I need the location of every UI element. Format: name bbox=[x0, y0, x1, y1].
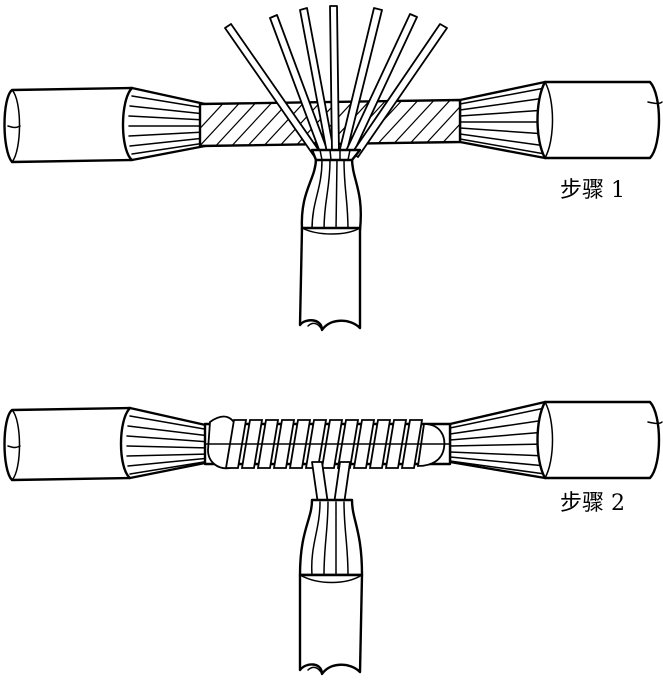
step1-main-cable-right bbox=[458, 80, 663, 160]
step2-branch-cable bbox=[298, 461, 364, 676]
step1-illustration bbox=[3, 5, 663, 332]
step2-label: 步骤 2 bbox=[560, 491, 625, 516]
step1-label: 步骤 1 bbox=[560, 178, 625, 203]
step2-main-cable-left bbox=[3, 406, 212, 482]
step2-illustration bbox=[3, 400, 663, 676]
step1-fanned-strands bbox=[224, 5, 448, 162]
step1-main-cable-left bbox=[3, 86, 207, 164]
step2-wrapped-coil bbox=[203, 415, 452, 470]
step1-branch-cable bbox=[298, 156, 362, 332]
step2-main-cable-right bbox=[448, 400, 663, 480]
